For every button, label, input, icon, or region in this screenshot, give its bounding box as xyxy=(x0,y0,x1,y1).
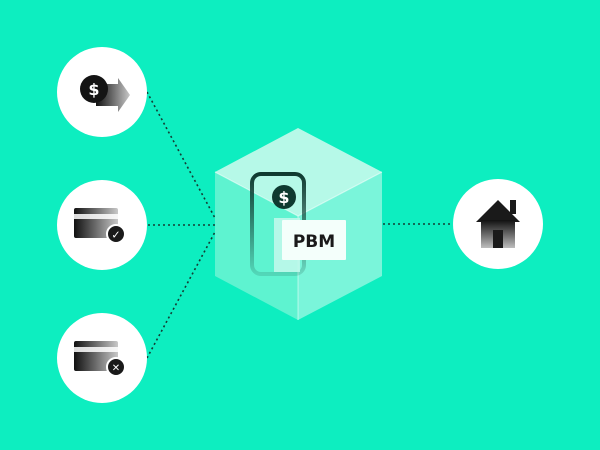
connector-payment-to-pbm xyxy=(146,91,216,219)
node-house xyxy=(453,179,543,269)
connectors xyxy=(146,91,455,359)
declined-cross-symbol: ✕ xyxy=(112,363,120,374)
pbm-cube: $ PBM xyxy=(214,128,383,320)
center-dollar-symbol: $ xyxy=(278,188,289,207)
connector-declined-to-pbm xyxy=(146,231,216,359)
node-card-declined: ✕ xyxy=(57,313,147,403)
cube-left-face xyxy=(215,172,298,320)
card-check-icon: ✓ xyxy=(74,208,126,244)
pbm-label-box xyxy=(282,220,346,260)
phone-icon: $ xyxy=(250,172,306,276)
pbm-label: PBM xyxy=(293,232,335,252)
payment-dollar-symbol: $ xyxy=(88,80,99,99)
dollar-coin-icon xyxy=(272,185,296,209)
approved-check-symbol: ✓ xyxy=(111,229,120,242)
card-cross-icon: ✕ xyxy=(74,341,126,377)
dollar-arrow-icon: $ xyxy=(80,75,130,112)
house-icon xyxy=(476,200,520,248)
node-payment-transfer: $ xyxy=(57,47,147,137)
node-card-approved: ✓ xyxy=(57,180,147,270)
